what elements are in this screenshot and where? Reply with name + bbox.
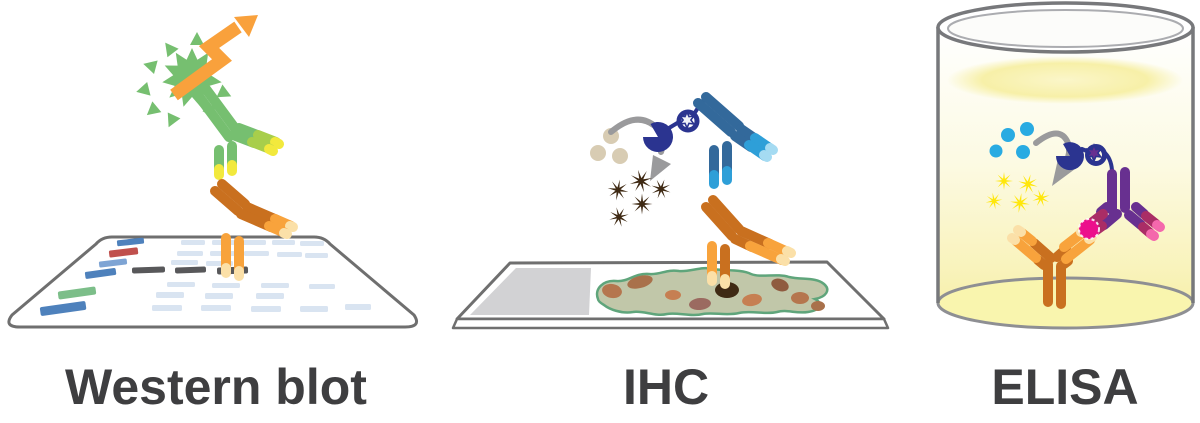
panel-label-elisa: ELISA bbox=[991, 359, 1139, 415]
primary-antibody-orange bbox=[701, 195, 796, 289]
panel-western-blot bbox=[7, 15, 418, 329]
enzyme-icon bbox=[643, 98, 706, 152]
precipitate-stars bbox=[607, 169, 671, 227]
substrate-dots bbox=[989, 122, 1034, 159]
tissue-cells bbox=[602, 275, 825, 311]
panel-label-western-blot: Western blot bbox=[65, 359, 367, 415]
enzyme-icon bbox=[1055, 142, 1114, 172]
secondary-antibody-blue bbox=[693, 92, 778, 189]
product-stars bbox=[985, 172, 1050, 213]
panel-ihc bbox=[451, 92, 890, 330]
marker-ladder bbox=[39, 237, 145, 316]
membrane bbox=[7, 235, 418, 329]
well-rim bbox=[936, 1, 1195, 303]
panel-elisa bbox=[936, 1, 1195, 330]
figure-artwork bbox=[7, 1, 1195, 330]
primary-antibody-orange bbox=[210, 179, 298, 281]
antigen bbox=[1078, 218, 1100, 240]
frosted-label bbox=[470, 268, 591, 315]
secondary-antibody-green bbox=[187, 76, 284, 180]
tissue-section bbox=[595, 266, 829, 317]
signal-arrow-icon bbox=[170, 15, 258, 101]
panel-label-ihc: IHC bbox=[622, 359, 710, 415]
liquid-surface bbox=[947, 56, 1183, 104]
background-bands bbox=[152, 240, 371, 312]
